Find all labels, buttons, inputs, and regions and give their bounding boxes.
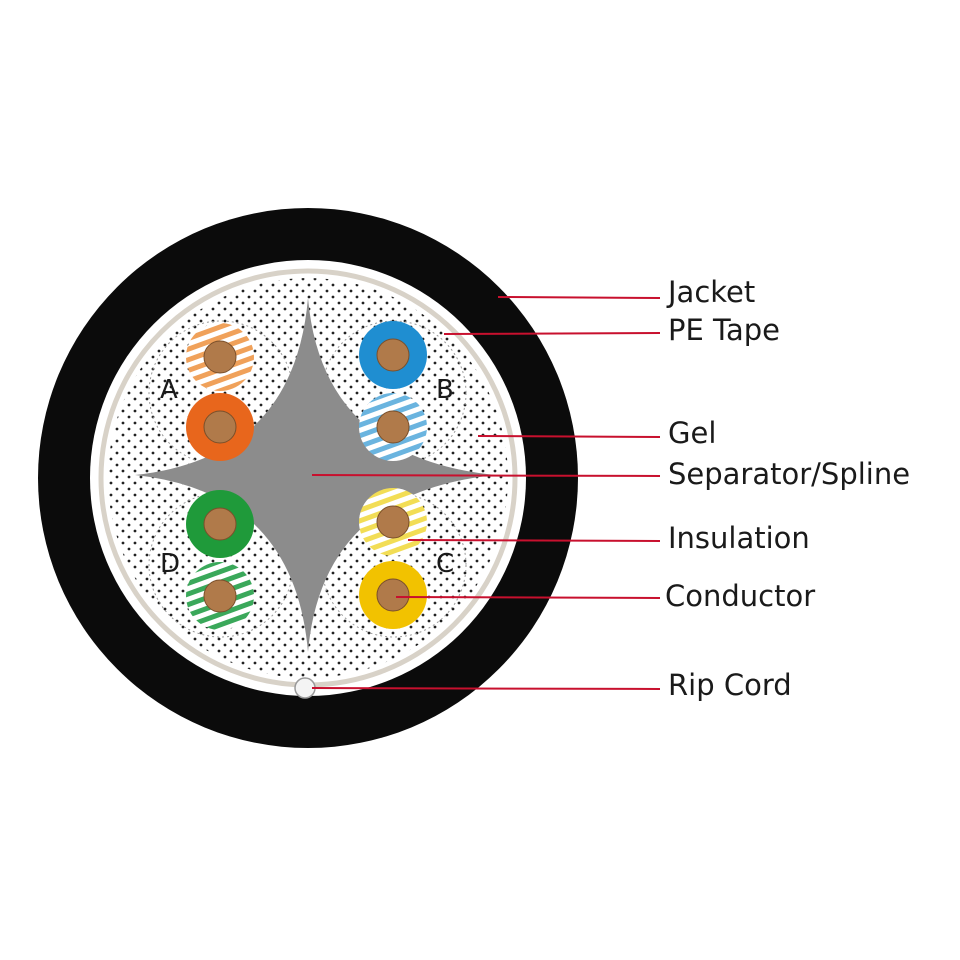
- callout-labels: Jacket PE Tape Gel Separator/Spline Insu…: [665, 275, 910, 702]
- pair-letter-c: C: [436, 549, 454, 579]
- leader-jacket: [497, 296, 661, 299]
- label-rip-cord: Rip Cord: [668, 668, 792, 702]
- label-conductor: Conductor: [665, 579, 815, 613]
- label-gel: Gel: [668, 416, 716, 450]
- pair-letter-d: D: [160, 549, 180, 579]
- label-jacket: Jacket: [666, 275, 755, 309]
- conductor-c-solid: [376, 578, 410, 612]
- conductor-a-striped: [203, 340, 237, 374]
- conductor-d-solid: [203, 507, 237, 541]
- label-pe-tape: PE Tape: [668, 313, 780, 347]
- conductor-b-solid: [376, 338, 410, 372]
- pair-letter-a: A: [160, 375, 178, 405]
- leader-insulation: [407, 539, 661, 542]
- twisted-pair-c: C: [359, 488, 454, 629]
- leader-gel: [477, 435, 661, 438]
- label-insulation: Insulation: [668, 521, 810, 555]
- twisted-pair-a: A: [160, 323, 254, 461]
- conductor-d-striped: [203, 579, 237, 613]
- label-separator-spline: Separator/Spline: [668, 457, 910, 491]
- conductor-b-striped: [376, 410, 410, 444]
- leader-lines: [311, 296, 661, 690]
- twisted-pair-d: D: [160, 490, 254, 630]
- leader-pe-tape: [443, 332, 661, 335]
- leader-conductor: [395, 596, 661, 599]
- conductor-c-striped: [376, 505, 410, 539]
- leader-separator: [311, 474, 661, 477]
- twisted-pair-b: B: [359, 321, 454, 461]
- conductor-a-solid: [203, 410, 237, 444]
- pair-letter-b: B: [436, 375, 454, 405]
- leader-rip-cord: [311, 687, 661, 690]
